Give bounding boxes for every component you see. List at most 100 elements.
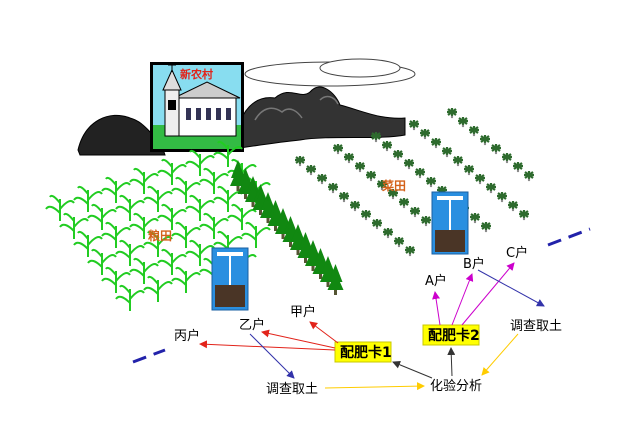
corn-plant xyxy=(143,230,173,257)
boundary-dash-right xyxy=(547,227,591,247)
hills-right xyxy=(234,86,406,149)
vegetable-plant xyxy=(519,210,529,221)
vegetable-field-label: 菜田 xyxy=(381,178,406,193)
corn-plant xyxy=(227,203,257,230)
corn-plant xyxy=(115,194,145,221)
vegetable-plant xyxy=(431,138,441,149)
vegetable-plant xyxy=(317,174,327,185)
soil-probe-vegetable xyxy=(431,191,469,255)
arrow-analysis-to-card1 xyxy=(392,360,433,379)
corn-plant xyxy=(171,221,201,248)
boundary-dash-left xyxy=(132,348,166,364)
vegetable-plant xyxy=(442,147,452,158)
corn-plant xyxy=(185,194,215,221)
vegetable-plant xyxy=(355,162,365,173)
corn-plant xyxy=(157,203,187,230)
vegetable-plant xyxy=(453,156,463,167)
corn-plant xyxy=(241,221,271,248)
arrow-card2-to-b xyxy=(451,273,474,326)
vegetable-plant xyxy=(491,144,501,155)
vegetable-plant xyxy=(410,207,420,218)
corn-plant xyxy=(87,203,117,230)
fertilizer-card-1-label: 配肥卡1 xyxy=(340,344,392,361)
vegetable-plant xyxy=(464,165,474,176)
corn-plant xyxy=(157,248,187,275)
corn-plant xyxy=(115,239,145,266)
vegetable-plant xyxy=(393,150,403,161)
vegetable-plant xyxy=(361,210,371,221)
household-c-label: C户 xyxy=(506,245,528,261)
corn-plant xyxy=(87,248,117,275)
corn-plant xyxy=(171,176,201,203)
corn-plant xyxy=(101,266,131,293)
vegetable-plant xyxy=(470,213,480,224)
vegetable-plant xyxy=(481,222,491,233)
corn-plant xyxy=(143,185,173,212)
vegetable-plant xyxy=(366,171,376,182)
vegetable-plant xyxy=(513,162,523,173)
corn-plant xyxy=(73,230,103,257)
vegetable-plant xyxy=(328,183,338,194)
corn-plant xyxy=(213,140,243,167)
vegetable-plant xyxy=(524,171,534,182)
village-picture xyxy=(150,62,244,152)
corn-plant xyxy=(199,167,229,194)
corn-plant xyxy=(171,266,201,293)
vegetable-plant xyxy=(372,219,382,230)
corn-plant xyxy=(157,158,187,185)
vegetable-plant xyxy=(383,228,393,239)
vegetable-plant xyxy=(399,198,409,209)
corn-plant xyxy=(199,212,229,239)
vegetable-plant xyxy=(480,135,490,146)
corn-plant xyxy=(101,221,131,248)
analysis-label: 化验分析 xyxy=(430,378,482,394)
vegetable-plant xyxy=(394,237,404,248)
vegetable-plant xyxy=(306,165,316,176)
vegetable-plant xyxy=(469,126,479,137)
vegetable-plant xyxy=(426,177,436,188)
fertilizer-card-1 xyxy=(334,341,392,363)
vegetable-plant xyxy=(350,201,360,212)
vegetable-plant xyxy=(497,192,507,203)
vegetable-plant xyxy=(404,159,414,170)
survey-right-label: 调查取土 xyxy=(510,319,562,334)
vegetable-plant xyxy=(295,156,305,167)
pine-tree xyxy=(327,264,344,295)
arrow-b-to-survey xyxy=(477,269,545,307)
household-jia-label: 甲户 xyxy=(290,304,316,320)
fertilizer-card-2-label: 配肥卡2 xyxy=(428,327,480,344)
corn-plant xyxy=(143,275,173,302)
vegetable-plant xyxy=(420,129,430,140)
household-yi-label: 乙户 xyxy=(239,317,265,333)
household-b-label: B户 xyxy=(463,256,485,272)
corn-plant xyxy=(213,185,243,212)
vegetable-plant xyxy=(475,174,485,185)
arrow-card1-to-bing xyxy=(199,340,336,351)
vegetable-plant xyxy=(377,180,387,191)
corn-plant xyxy=(115,284,145,311)
corn-plant xyxy=(59,212,89,239)
vegetable-plant xyxy=(382,141,392,152)
corn-plant xyxy=(185,149,215,176)
household-a-label: A户 xyxy=(425,273,447,289)
arrow-analysis-to-card2 xyxy=(447,347,456,377)
arrow-card2-to-c xyxy=(461,262,515,326)
vegetable-plant xyxy=(339,192,349,203)
vegetable-plant xyxy=(333,144,343,155)
arrow-survey-right-to-analysis xyxy=(481,333,519,376)
grain-field xyxy=(45,140,271,311)
grain-field-label: 粮田 xyxy=(148,228,172,243)
corn-plant xyxy=(129,167,159,194)
arrow-card2-to-a xyxy=(432,291,441,326)
vegetable-plant xyxy=(458,117,468,128)
corn-plant xyxy=(129,212,159,239)
tree-row xyxy=(230,160,344,295)
vegetable-plant xyxy=(421,216,431,227)
vegetable-plant xyxy=(388,189,398,200)
household-bing-label: 丙户 xyxy=(174,328,200,344)
arrow-card1-to-jia xyxy=(309,321,339,344)
vegetable-plant xyxy=(371,132,381,143)
vegetable-plant xyxy=(409,120,419,131)
